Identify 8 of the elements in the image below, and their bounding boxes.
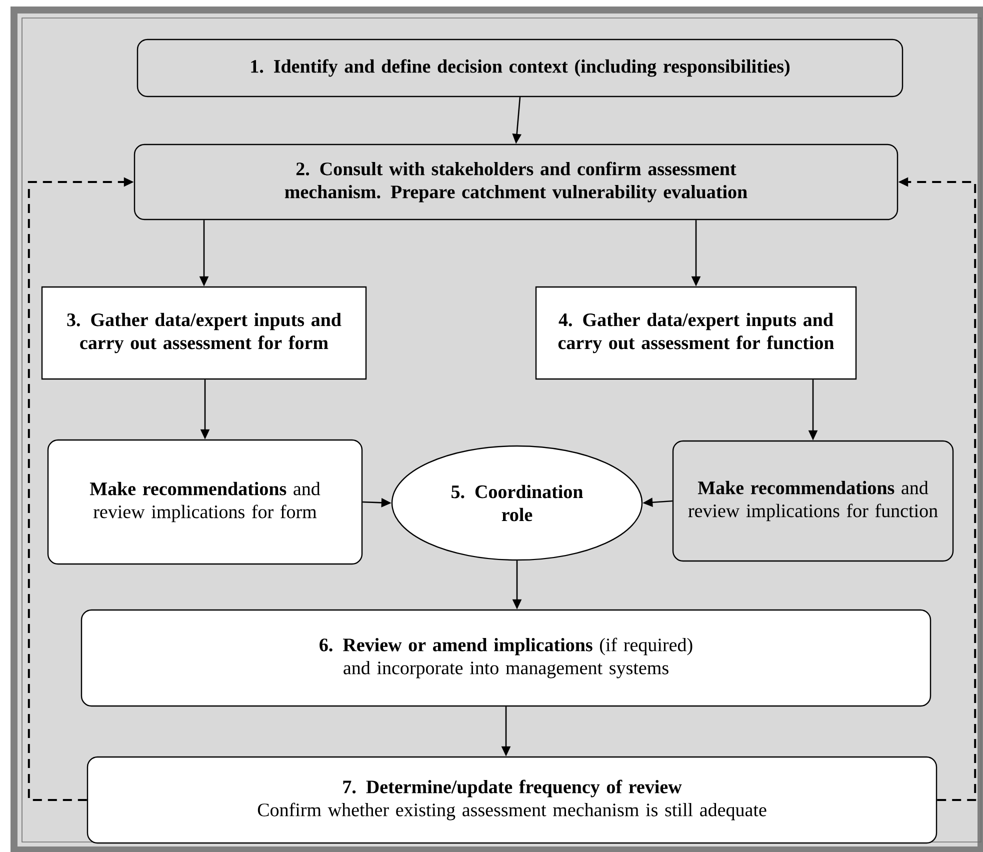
process-box: 7. Determine/update frequency of review Confirm whether existing assessment mechanism is still adequate (86, 756, 938, 844)
process-box: 4. Gather data/expert inputs and carry out assessment for function (535, 286, 857, 380)
process-box: 1. Identify and define decision context (including responsibilities) (136, 38, 904, 98)
process-box: Make recommendations and review implications for form (47, 439, 363, 565)
process-box: 3. Gather data/expert inputs and carry out assessment for form (41, 286, 367, 380)
process-box: Make recommendations and review implications for function (672, 440, 954, 562)
process-box: 2. Consult with stakeholders and confirm assessment mechanism. Prepare catchment vulnerability evaluation (134, 144, 898, 220)
process-box: 6. Review or amend implications (if required) and incorporate into management systems (80, 609, 932, 707)
